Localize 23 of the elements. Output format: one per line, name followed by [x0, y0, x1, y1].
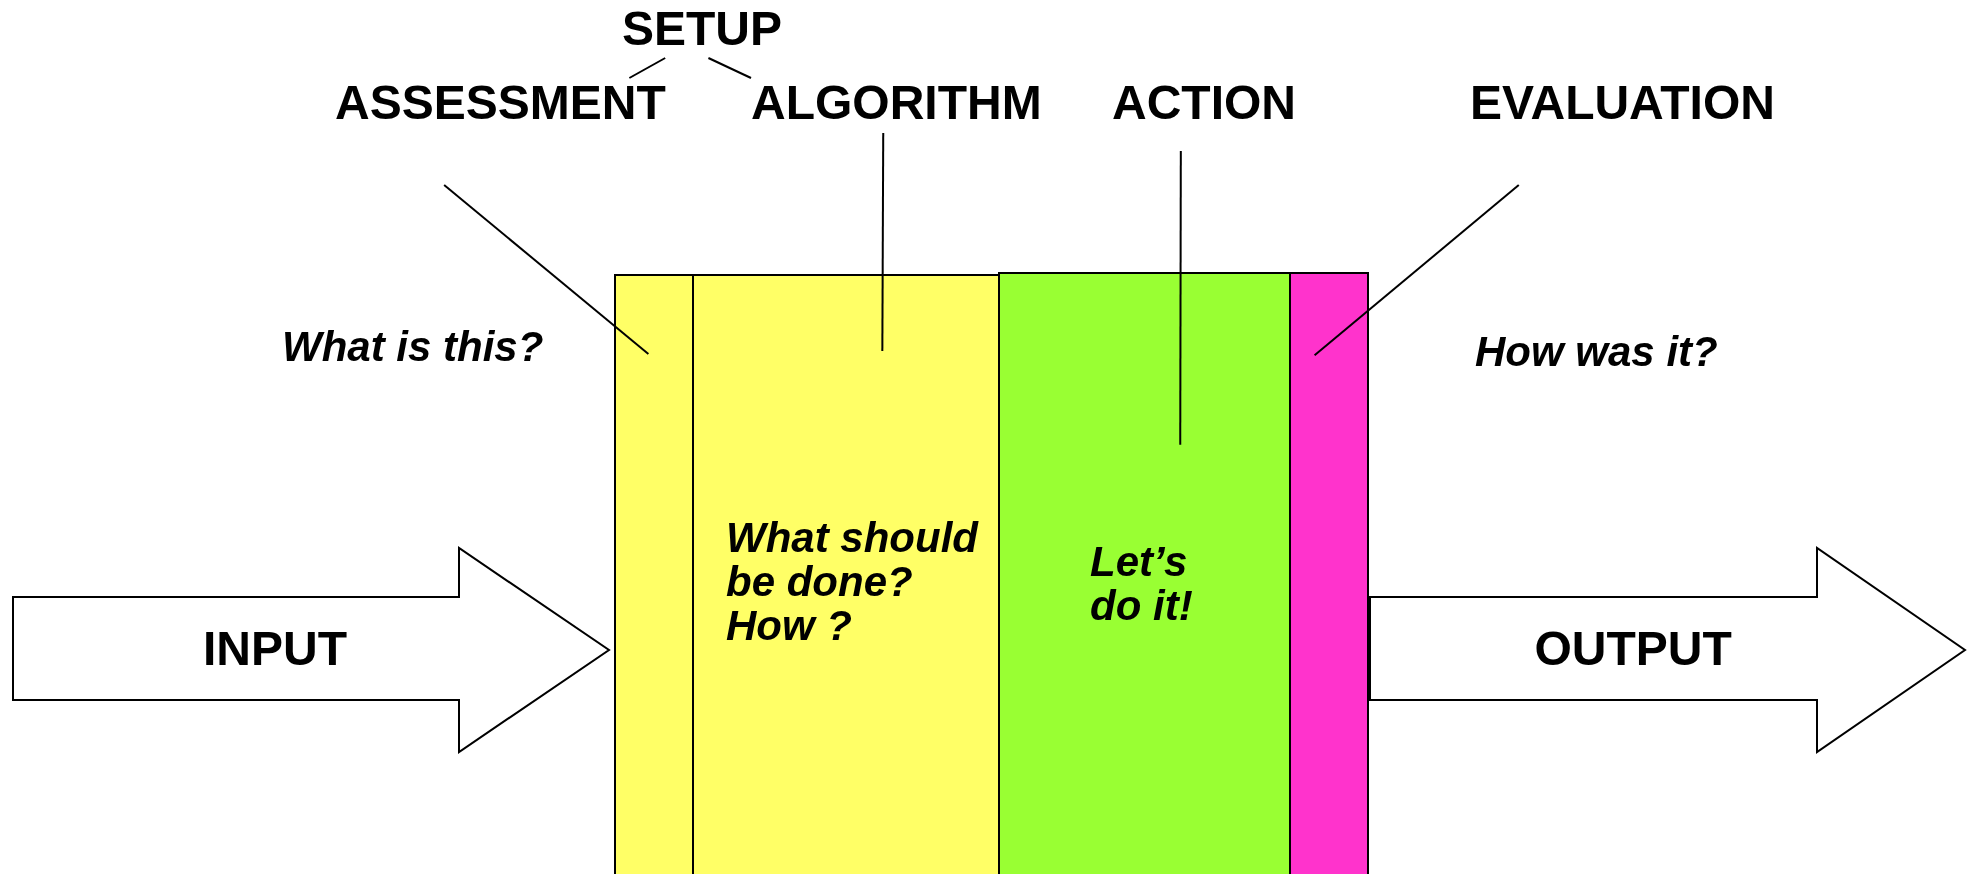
stage-heading: EVALUATION [1470, 78, 1775, 128]
bracket-line [707, 57, 752, 79]
stage-heading: ASSESSMENT [335, 78, 666, 128]
stage-band [998, 272, 1291, 874]
arrow-label: OUTPUT [1534, 623, 1732, 674]
arrow-label: INPUT [203, 623, 347, 674]
block-arrow [1368, 546, 1968, 754]
stage-band [692, 274, 1000, 874]
band-text: Let’s do it! [1090, 540, 1194, 628]
leader-line [881, 132, 885, 353]
stage-heading: ALGORITHM [751, 78, 1042, 128]
leader-line [443, 184, 650, 356]
bracket-line [628, 57, 667, 79]
group-heading: SETUP [622, 4, 783, 54]
band-text: What should be done? How ? [726, 516, 980, 648]
leader-line [1179, 150, 1182, 446]
question-note: What is this? [282, 325, 544, 369]
question-note: How was it? [1475, 330, 1718, 374]
leader-line [1313, 184, 1520, 357]
stage-band [614, 274, 694, 874]
stage-band [1289, 272, 1369, 874]
block-arrow [11, 546, 611, 754]
stage-heading: ACTION [1112, 78, 1296, 128]
